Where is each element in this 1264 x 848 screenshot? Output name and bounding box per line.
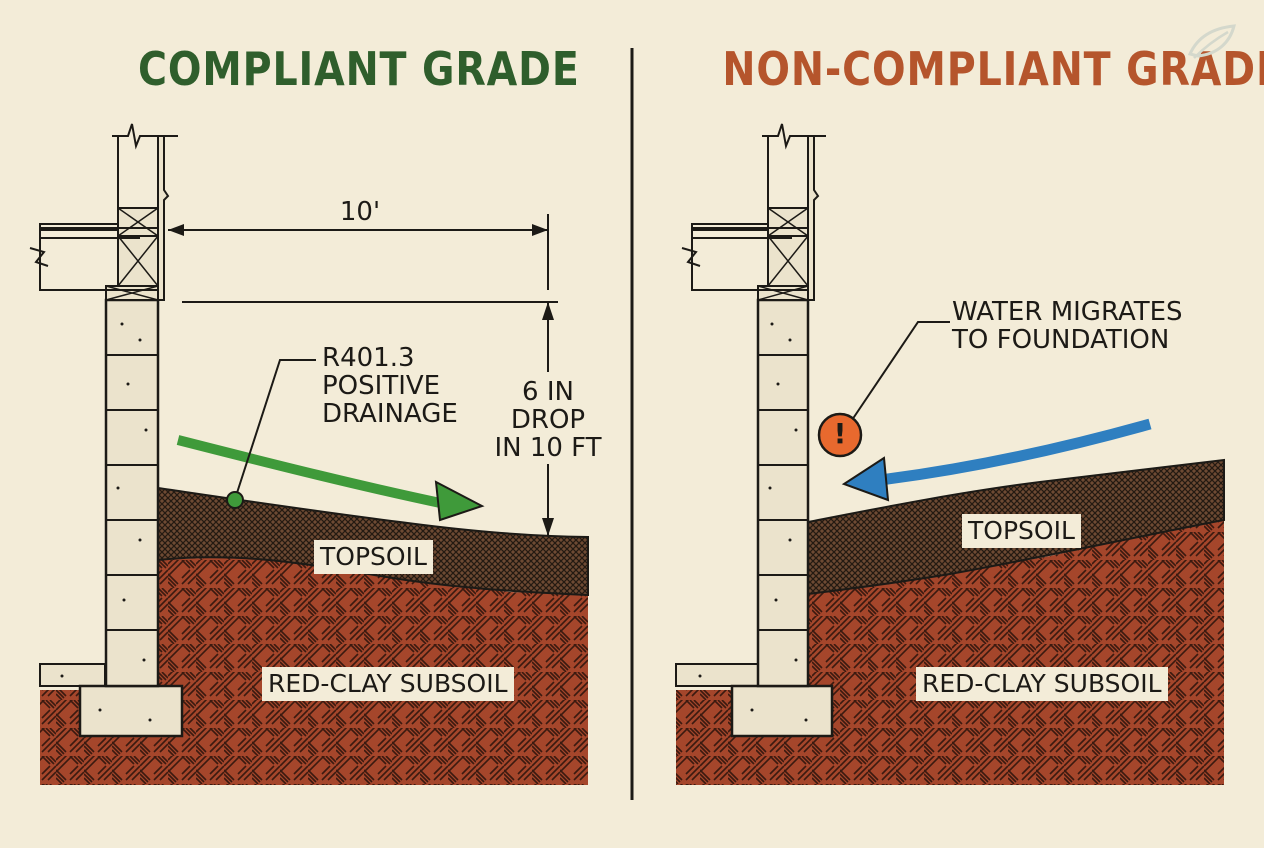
right-panel-title: NON-COMPLIANT GRADE [722,42,1264,96]
code-callout-label: R401.3 POSITIVE DRAINAGE [322,344,458,428]
right-topsoil-label: TOPSOIL [962,514,1081,548]
drop-label-line-1: 6 IN [522,377,574,407]
code-callout-line-3: DRAINAGE [322,399,458,429]
water-label-line-1: WATER MIGRATES [952,297,1183,327]
warning-icon-bg [817,412,863,458]
left-panel-title: COMPLIANT GRADE [138,42,580,96]
water-label-line-2: TO FOUNDATION [952,325,1170,355]
water-migration-label: WATER MIGRATES TO FOUNDATION [952,298,1183,354]
left-code-leader [235,359,316,497]
right-water-arrow [879,418,1152,486]
code-callout-line-2: POSITIVE [322,371,441,401]
left-drainage-arrow [176,435,447,509]
left-floor-slab [39,663,106,687]
right-footing [730,684,834,738]
left-footing [78,684,184,738]
drop-label-line-3: IN 10 FT [494,433,602,463]
left-block-wall [104,298,160,688]
right-water-leader [851,321,950,421]
right-subsoil-label: RED-CLAY SUBSOIL [916,667,1168,701]
drop-dimension-label: 6 IN DROP IN 10 FT [494,378,602,462]
left-subsoil-label: RED-CLAY SUBSOIL [262,667,514,701]
right-cross-section [675,123,1225,785]
code-callout-line-1: R401.3 [322,343,415,373]
right-block-wall [756,298,810,688]
exclamation-warning-icon: ! [833,417,847,450]
drop-label-line-2: DROP [510,405,586,435]
left-topsoil-label: TOPSOIL [314,540,433,574]
leaf-logo-icon [1187,24,1236,59]
right-floor-slab [675,663,759,687]
horizontal-dimension-label: 10' [339,197,381,227]
